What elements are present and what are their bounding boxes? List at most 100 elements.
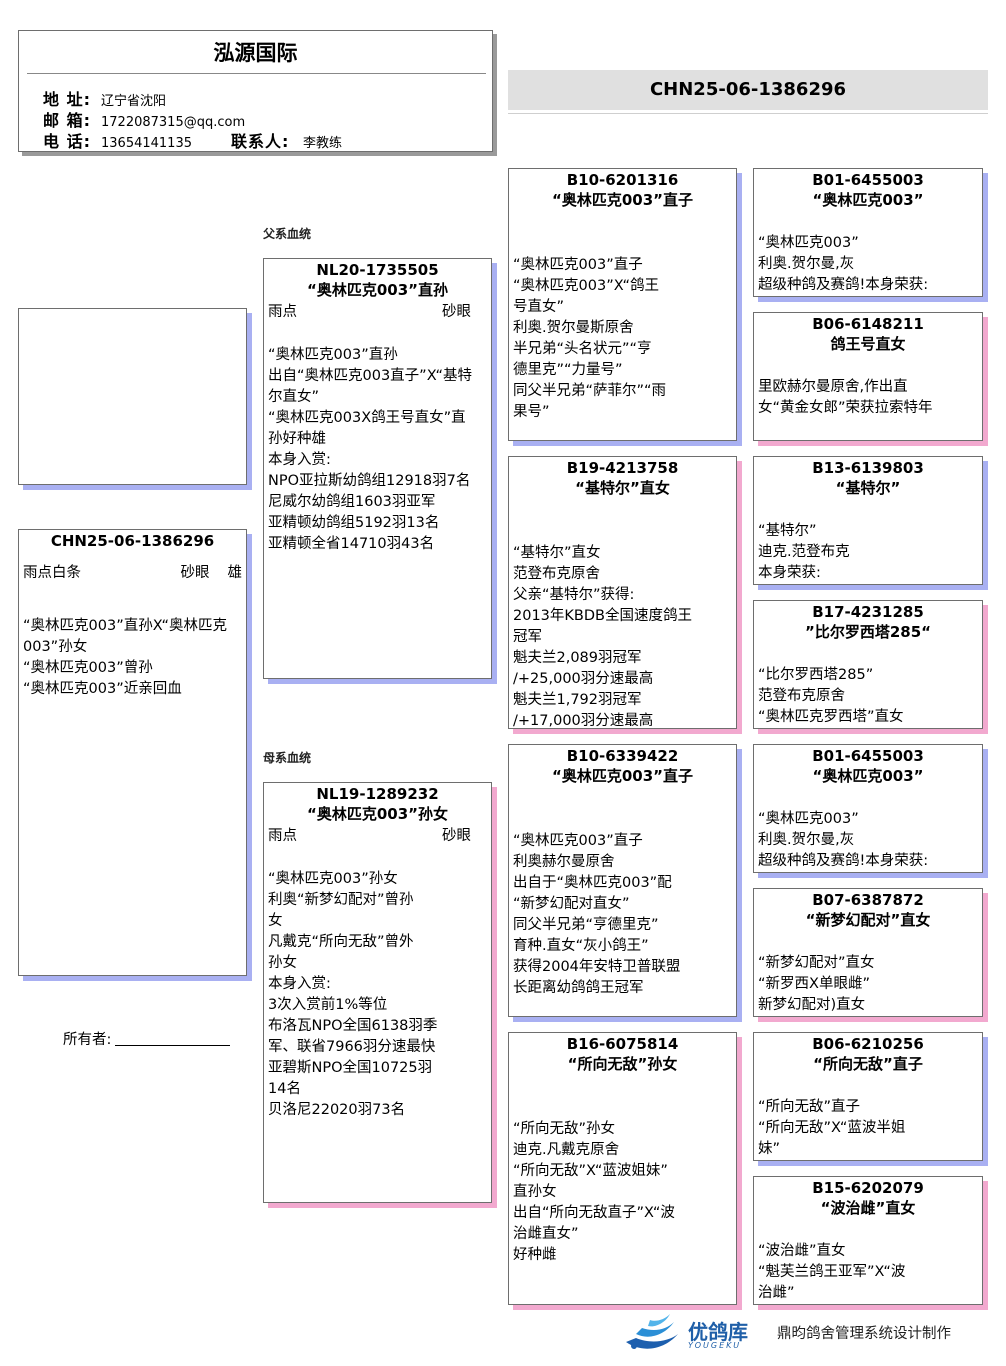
- gen4-name: “奥林匹克003”: [812, 191, 924, 209]
- gen4-ring: B07-6387872: [812, 891, 924, 909]
- gen4-card: B17-4231285 ”比尔罗西塔285“ “比尔罗西塔285” 范登布克原舍…: [753, 600, 983, 729]
- grandsire-maternal-card: B10-6339422 “奥林匹克003”直子 “奥林匹克003”直子 利奥赫尔…: [508, 744, 737, 1017]
- note-line: 迪克.凡戴克原舍: [513, 1142, 620, 1158]
- note-line: 贝洛尼22020羽73名: [268, 1102, 406, 1118]
- gen3-ring: B10-6339422: [566, 747, 679, 765]
- sire-notes: “奥林匹克003”直孙 出自“奥林匹克003直子”X“基特 尔直女” “奥林匹克…: [264, 345, 491, 555]
- gen3-notes: “基特尔”直女 范登布克原舍 父亲“基特尔”获得: 2013年KBDB全国速度鸽…: [509, 543, 736, 729]
- note-line: “基特尔”: [758, 523, 817, 539]
- note-line: “奥林匹克003”近亲回血: [23, 681, 182, 697]
- note-line: 利奥.贺尔曼,灰: [758, 832, 855, 848]
- note-line: 直孙女: [513, 1184, 557, 1200]
- footer-credit: 鼎昀鸽舍管理系统设计制作: [777, 1326, 951, 1342]
- gen3-name: “奥林匹克003”直子: [551, 767, 694, 785]
- note-line: “奥林匹克罗西塔”直女: [758, 709, 904, 725]
- subject-eye: 砂眼: [180, 565, 210, 581]
- father-line-label: 父系血统: [263, 227, 312, 241]
- subject-meta: 雨点白条 砂眼 雄: [19, 562, 246, 584]
- subject-ring: CHN25-06-1386296: [50, 532, 215, 550]
- note-line: “奥林匹克003”直子: [513, 257, 643, 273]
- phone-label: 电 话:: [43, 132, 91, 151]
- mother-line-label: 母系血统: [263, 751, 312, 765]
- note-line: “奥林匹克003”曾孙: [23, 660, 153, 676]
- note-line: 德里克”“力量号”: [513, 362, 623, 378]
- gen4-name: “基特尔”: [835, 479, 901, 497]
- owner-field: 所有者:: [63, 1028, 231, 1049]
- note-line: 3次入赏前1%等位: [268, 997, 388, 1013]
- youge-logo-icon: [626, 1314, 678, 1349]
- note-line: “所向无敌”孙女: [513, 1121, 616, 1137]
- granddam-maternal-card: B16-6075814 “所向无敌”孙女 “所向无敌”孙女 迪克.凡戴克原舍 “…: [508, 1032, 737, 1305]
- note-line: 军、联省7966羽分速最快: [268, 1039, 436, 1055]
- email-label: 邮 箱:: [43, 111, 91, 130]
- dam-card: NL19-1289232 “奥林匹克003”孙女 雨点 砂眼 “奥林匹克003”…: [263, 782, 492, 1203]
- banner-underline: [508, 113, 988, 114]
- note-line: 女“黄金女郎”荣获拉索特年: [758, 400, 933, 416]
- note-line: 超级种鸽及赛鸽!本身荣获:: [758, 853, 929, 869]
- pigeon-photo-frame: [18, 308, 247, 485]
- note-line: “所向无敌”X“蓝波姐妹”: [513, 1163, 668, 1179]
- grandsire-paternal-card: B10-6201316 “奥林匹克003”直子 “奥林匹克003”直子 “奥林匹…: [508, 168, 737, 441]
- gen4-notes: “比尔罗西塔285” 范登布克原舍 “奥林匹克罗西塔”直女: [754, 665, 982, 728]
- note-line: 利奥“新梦幻配对”曾孙: [268, 892, 414, 908]
- granddam-paternal-card: B19-4213758 “基特尔”直女 “基特尔”直女 范登布克原舍 父亲“基特…: [508, 456, 737, 729]
- gen4-name: “所向无敌”直子: [813, 1055, 923, 1073]
- gen4-card: B07-6387872 “新梦幻配对”直女 “新梦幻配对”直女 “新罗西X单眼雌…: [753, 888, 983, 1017]
- note-line: 14名: [268, 1081, 301, 1097]
- gen4-card: B13-6139803 “基特尔” “基特尔” 迪克.范登布克 本身荣获:: [753, 456, 983, 585]
- dam-notes: “奥林匹克003”孙女 利奥“新梦幻配对”曾孙 女 凡戴克“所向无敌”曾外 孙女…: [264, 869, 491, 1121]
- note-line: 妹”: [758, 1141, 781, 1157]
- logo-text: 优鸽库: [688, 1320, 748, 1344]
- gen4-card: B06-6148211 鸽王号直女 里欧赫尔曼原舍,作出直 女“黄金女郎”荣获拉…: [753, 312, 983, 441]
- sire-meta: 雨点 砂眼: [264, 301, 491, 323]
- email-value: 1722087315@qq.com: [101, 115, 246, 130]
- gen4-card: B01-6455003 “奥林匹克003” “奥林匹克003” 利奥.贺尔曼,灰…: [753, 744, 983, 873]
- note-line: “奥林匹克003”: [758, 235, 859, 251]
- gen4-ring: B01-6455003: [812, 747, 924, 765]
- note-line: 女: [268, 913, 283, 929]
- gen3-notes: “所向无敌”孙女 迪克.凡戴克原舍 “所向无敌”X“蓝波姐妹” 直孙女 出自“所…: [509, 1119, 736, 1266]
- note-line: 出自于“奥林匹克003”配: [513, 875, 672, 891]
- gen4-name: “新梦幻配对”直女: [805, 911, 931, 929]
- gen3-name: “奥林匹克003”直子: [551, 191, 694, 209]
- contact-label: 联系人:: [231, 132, 290, 151]
- gen4-ring: B13-6139803: [812, 459, 924, 477]
- note-line: “新罗西X单眼雌”: [758, 976, 870, 992]
- gen4-name: “波治雌”直女: [820, 1199, 916, 1217]
- note-line: 迪克.范登布克: [758, 544, 850, 560]
- note-line: 育种.直女“灰小鸽王”: [513, 938, 649, 954]
- gen4-ring: B15-6202079: [812, 1179, 924, 1197]
- subject-color: 雨点白条: [23, 565, 81, 581]
- note-line: 好种雌: [513, 1247, 557, 1263]
- subject-card: CHN25-06-1386296 雨点白条 砂眼 雄 “奥林匹克003”直孙X“…: [18, 529, 247, 976]
- email-row: 邮 箱: 1722087315@qq.com: [43, 107, 245, 131]
- note-line: 魁夫兰1,792羽冠军: [513, 692, 642, 708]
- gen4-card: B15-6202079 “波治雌”直女 “波治雌”直女 “魁芙兰鸽王亚军”X“波…: [753, 1176, 983, 1305]
- note-line: 亚精顿幼鸽组5192羽13名: [268, 515, 440, 531]
- gen4-name: ”比尔罗西塔285“: [804, 623, 932, 641]
- note-line: “新梦幻配对”直女: [758, 955, 875, 971]
- header-divider: [27, 73, 486, 74]
- note-line: 尼威尔幼鸽组1603羽亚军: [268, 494, 436, 510]
- note-line: /+17,000羽分速最高: [513, 713, 654, 729]
- note-line: 凡戴克“所向无敌”曾外: [268, 934, 414, 950]
- gen4-name: 鸽王号直女: [830, 335, 906, 353]
- note-line: 半兄弟“头名状元”“亨: [513, 341, 652, 357]
- subject-sex: 雄: [227, 565, 243, 581]
- note-line: 父亲“基特尔”获得:: [513, 587, 635, 603]
- gen4-notes: 里欧赫尔曼原舍,作出直 女“黄金女郎”荣获拉索特年: [754, 377, 982, 419]
- note-line: 长距离幼鸽鸽王冠军: [513, 980, 644, 996]
- note-line: 魁夫兰2,089羽冠军: [513, 650, 642, 666]
- loft-name: 泓源国际: [213, 41, 298, 65]
- note-line: “奥林匹克003”直孙X“奥林匹克: [23, 618, 228, 634]
- gen4-notes: “所向无敌”直子 “所向无敌”X“蓝波半姐 妹”: [754, 1097, 982, 1160]
- note-line: 治雌直女”: [513, 1226, 579, 1242]
- gen4-name: “奥林匹克003”: [812, 767, 924, 785]
- note-line: 范登布克原舍: [758, 688, 845, 704]
- note-line: “奥林匹克003”: [758, 811, 859, 827]
- phone-row: 电 话: 13654141135 联系人: 李教练: [43, 128, 342, 152]
- gen3-notes: “奥林匹克003”直子 利奥赫尔曼原舍 出自于“奥林匹克003”配 “新梦幻配对…: [509, 831, 736, 999]
- gen4-card: B01-6455003 “奥林匹克003” “奥林匹克003” 利奥.贺尔曼,灰…: [753, 168, 983, 297]
- contact-value: 李教练: [303, 136, 343, 151]
- note-line: “所向无敌”X“蓝波半姐: [758, 1120, 906, 1136]
